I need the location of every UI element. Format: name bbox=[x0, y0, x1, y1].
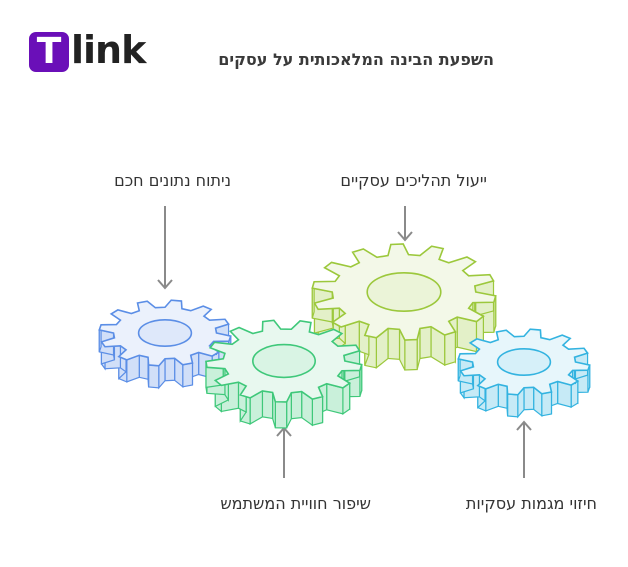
gear-side-face bbox=[404, 338, 418, 371]
gear-side-face bbox=[326, 383, 344, 415]
business-initiatives-gear bbox=[457, 328, 591, 419]
gear-side-face bbox=[164, 357, 176, 382]
user-experience-gear bbox=[205, 319, 363, 429]
arrow-user-experience bbox=[276, 426, 292, 478]
arrow-process-optimization bbox=[397, 206, 413, 242]
gear-side-face bbox=[444, 331, 456, 366]
gear-hole bbox=[496, 347, 552, 376]
gear-side-face bbox=[261, 390, 274, 420]
logo-text: link bbox=[71, 28, 146, 72]
gear-side-face bbox=[290, 390, 303, 420]
logo-badge bbox=[29, 32, 69, 72]
gear-side-face bbox=[387, 327, 401, 361]
arrow-data-analysis bbox=[157, 206, 173, 290]
arrow-business-initiatives bbox=[516, 420, 532, 478]
label-process-optimization: ייעול תהליכים עסקיים bbox=[340, 171, 487, 190]
label-data-analysis: ניתוח נתונים חכם bbox=[114, 171, 231, 190]
gear-side-face bbox=[182, 362, 194, 388]
gear-hole bbox=[252, 343, 317, 379]
gear-side-face bbox=[274, 401, 288, 429]
tlink-logo: T link bbox=[29, 28, 159, 72]
gear-side-face bbox=[541, 391, 553, 417]
logo-letter: T bbox=[36, 31, 62, 72]
gear-side-face bbox=[506, 393, 519, 418]
page-title: השפעת הבינה המלאכותית על עסקים bbox=[218, 50, 494, 69]
gear-side-face bbox=[138, 354, 149, 381]
gear-hole bbox=[366, 271, 442, 312]
gear-hole bbox=[137, 318, 193, 347]
gear-side-face bbox=[456, 316, 478, 353]
process-optimization-gear bbox=[311, 243, 497, 371]
label-user-experience: שיפור חוויית המשתמש bbox=[220, 494, 371, 513]
label-business-initiatives: חיזוי מגמות עסקיות bbox=[465, 494, 597, 513]
gear-side-face bbox=[311, 395, 324, 426]
gear-side-face bbox=[147, 364, 160, 389]
gear-side-face bbox=[497, 383, 508, 410]
gear-side-face bbox=[523, 386, 535, 411]
gear-side-face bbox=[419, 325, 432, 360]
